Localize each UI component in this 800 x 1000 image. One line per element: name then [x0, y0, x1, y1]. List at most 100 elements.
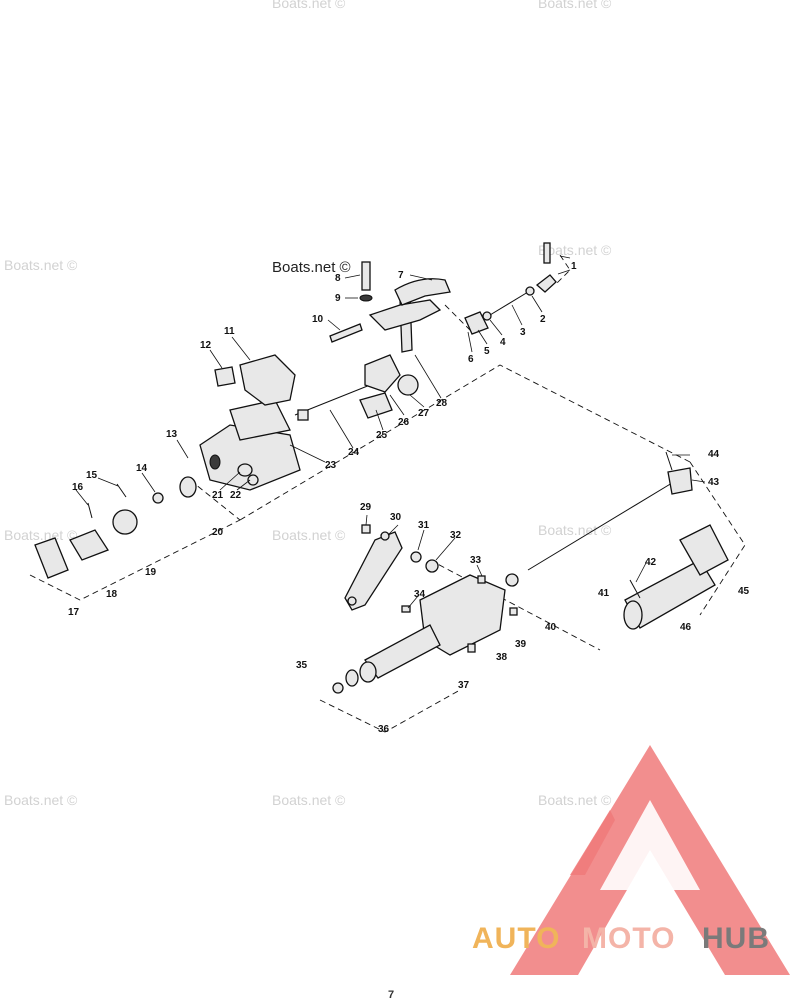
logo-text-hub: HUB — [702, 922, 770, 955]
callout-1: 1 — [571, 261, 577, 272]
callout-11: 11 — [224, 326, 235, 337]
callout-15: 15 — [86, 470, 98, 481]
callout-27: 27 — [418, 408, 430, 419]
ring-36 — [345, 669, 359, 687]
callout-13: 13 — [166, 429, 178, 440]
washer-31 — [410, 551, 422, 563]
screw-39 — [509, 607, 518, 616]
link-6 — [464, 311, 489, 335]
plate-17 — [34, 537, 69, 579]
callout-3: 3 — [520, 327, 526, 338]
screw-33 — [477, 575, 486, 584]
callout-25: 25 — [376, 430, 388, 441]
callout-18: 18 — [106, 589, 118, 600]
callout-35: 35 — [296, 660, 308, 671]
watermark: Boats.net © — [4, 527, 78, 543]
collar-43 — [667, 467, 693, 495]
callout-7: 7 — [398, 270, 404, 281]
callout-38: 38 — [496, 652, 508, 663]
callout-2: 2 — [540, 314, 546, 325]
ring-20 — [179, 476, 197, 498]
watermark: Boats.net © — [538, 792, 612, 808]
nut-40 — [505, 573, 519, 587]
callout-24: 24 — [348, 447, 360, 458]
callout-32: 32 — [450, 530, 462, 541]
nut-2 — [525, 286, 535, 296]
callout-46: 46 — [680, 622, 692, 633]
callout-33: 33 — [470, 555, 482, 566]
callout-19: 19 — [145, 567, 157, 578]
callout-30: 30 — [390, 512, 402, 523]
watermark: Boats.net © — [272, 792, 346, 808]
pin-16 — [87, 502, 93, 519]
bracket-23 — [199, 424, 301, 491]
rod-41 — [527, 482, 673, 571]
pin-42 — [629, 579, 641, 599]
callout-43: 43 — [708, 477, 720, 488]
washer-22 — [247, 474, 259, 486]
callout-5: 5 — [484, 346, 490, 357]
callout-16: 16 — [72, 482, 84, 493]
gear-27 — [397, 374, 419, 396]
callout-42: 42 — [645, 557, 657, 568]
callout-8: 8 — [335, 273, 341, 284]
callout-23: 23 — [325, 460, 337, 471]
logo-text-auto: AUTO — [472, 922, 560, 955]
leader-lines — [75, 255, 706, 609]
callout-22: 22 — [230, 490, 242, 501]
callout-14: 14 — [136, 463, 148, 474]
shaft-assembly — [294, 261, 489, 421]
callout-4: 4 — [500, 337, 506, 348]
arm-30 — [344, 531, 403, 611]
screw-29 — [361, 524, 371, 534]
linkage-rod — [482, 242, 557, 321]
assembly-guide-lines — [29, 254, 746, 733]
clamp-25 — [359, 392, 393, 419]
watermark-dark: Boats.net © — [272, 259, 351, 276]
pin-44 — [665, 451, 673, 471]
callout-17: 17 — [68, 607, 80, 618]
bracket-assembly — [179, 354, 301, 498]
watermark: Boats.net © — [4, 257, 78, 273]
nut-14 — [152, 492, 164, 504]
callout-21: 21 — [212, 490, 224, 501]
logo-text-moto: MOTO — [582, 922, 675, 955]
watermark: Boats.net © — [538, 0, 612, 11]
callout-40: 40 — [545, 622, 557, 633]
nut-35 — [332, 682, 344, 694]
callout-44: 44 — [708, 449, 720, 460]
lower-left-parts — [34, 483, 164, 579]
callout-34: 34 — [414, 589, 426, 600]
clip-12 — [214, 366, 236, 387]
callout-28: 28 — [436, 398, 448, 409]
callout-6: 6 — [468, 354, 474, 365]
lower-assembly — [332, 524, 519, 694]
housing-26 — [364, 354, 401, 393]
callout-10: 10 — [312, 314, 324, 325]
callout-29: 29 — [360, 502, 372, 513]
watermarks: Boats.net © Boats.net © Boats.net © Boat… — [4, 0, 612, 808]
callout-9: 9 — [335, 293, 341, 304]
bolt-10 — [329, 323, 363, 343]
callout-39: 39 — [515, 639, 527, 650]
nut-4 — [482, 311, 492, 321]
watermark: Boats.net © — [538, 242, 612, 258]
rod-end-1 — [535, 274, 557, 293]
callouts: 1 2 3 4 5 6 7 8 9 10 11 12 13 14 15 16 1… — [68, 261, 750, 735]
bracket-7 — [368, 299, 442, 331]
callout-26: 26 — [398, 417, 410, 428]
callout-41: 41 — [598, 588, 610, 599]
watermark: Boats.net © — [4, 792, 78, 808]
callout-31: 31 — [418, 520, 430, 531]
callout-20: 20 — [212, 527, 224, 538]
washer-32 — [425, 559, 439, 573]
screw-34 — [401, 605, 411, 613]
cover-45 — [679, 524, 729, 576]
washer-9 — [359, 294, 373, 302]
callout-36: 36 — [378, 724, 390, 735]
bolt-8 — [361, 261, 371, 291]
automotohub-logo: AUTO MOTO HUB — [472, 745, 790, 975]
watermark: Boats.net © — [272, 0, 346, 11]
watermark: Boats.net © — [272, 527, 346, 543]
